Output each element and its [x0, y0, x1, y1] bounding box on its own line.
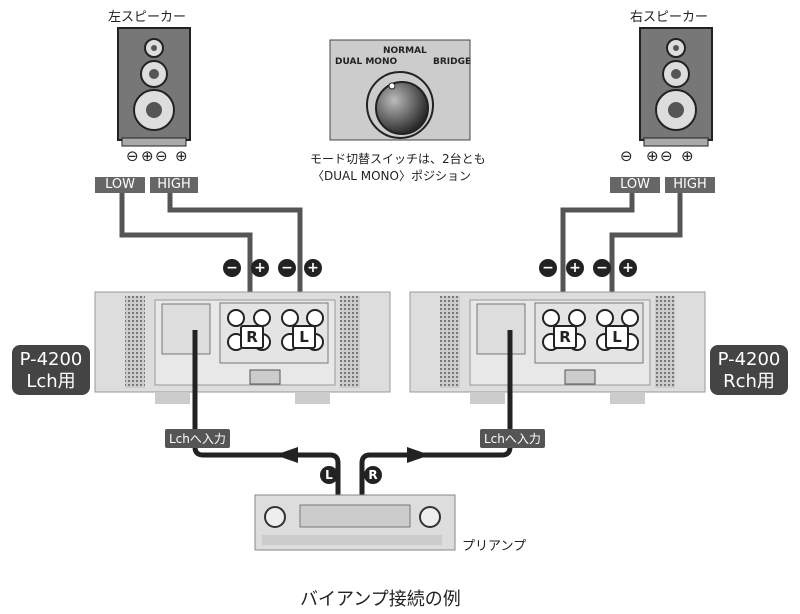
- terminal-minus-icon: ⊖: [660, 147, 673, 165]
- right-amp-r-terminal-badge: R: [553, 325, 577, 349]
- diagram-caption: バイアンプ接続の例: [300, 589, 461, 610]
- terminal-plus-icon: ⊕: [681, 147, 694, 165]
- right-speaker-cables: [560, 193, 683, 300]
- arrow-to-left-amp: [275, 447, 298, 463]
- left-speaker-title: 左スピーカー: [108, 10, 187, 25]
- model-channel: Lch用: [26, 371, 76, 392]
- terminal-minus-icon: ⊖: [620, 147, 633, 165]
- terminal-minus-icon: −: [539, 259, 557, 277]
- mode-switch-panel: [329, 39, 471, 141]
- switch-caption-line2: 〈DUAL MONO〉ポジション: [312, 169, 471, 183]
- terminal-plus-icon: +: [566, 259, 584, 277]
- right-low-label: LOW: [610, 177, 660, 193]
- terminal-plus-icon: ⊕: [646, 147, 659, 165]
- terminal-minus-icon: −: [593, 259, 611, 277]
- switch-normal-label: NORMAL: [383, 46, 427, 56]
- preamp-body: [254, 494, 456, 551]
- terminal-minus-icon: ⊖: [155, 147, 168, 165]
- preamp-label: プリアンプ: [462, 539, 527, 554]
- terminal-minus-icon: −: [278, 259, 296, 277]
- terminal-plus-icon: ⊕: [175, 147, 188, 165]
- left-amp-l-terminal-badge: L: [292, 325, 316, 349]
- terminal-plus-icon: ⊕: [141, 147, 154, 165]
- switch-caption-line1: モード切替スイッチは、2台とも: [310, 152, 486, 166]
- terminal-plus-icon: +: [251, 259, 269, 277]
- right-speaker-title: 右スピーカー: [630, 10, 709, 25]
- amp-right-chassis: [409, 291, 706, 404]
- right-amp-l-terminal-badge: L: [605, 325, 629, 349]
- model-name: P-4200: [717, 349, 781, 370]
- right-high-label: HIGH: [665, 177, 715, 193]
- left-amp-input-tag: Lchへ入力: [165, 429, 230, 448]
- left-speaker-cables: [119, 193, 303, 300]
- left-speaker: [117, 27, 191, 147]
- model-name: P-4200: [19, 349, 83, 370]
- right-amp-model-label: P-4200 Rch用: [710, 345, 788, 395]
- terminal-plus-icon: +: [304, 259, 322, 277]
- arrow-to-right-amp: [407, 447, 430, 463]
- left-amp-r-terminal-badge: R: [240, 325, 264, 349]
- terminal-minus-icon: −: [223, 259, 241, 277]
- right-speaker: [639, 27, 713, 147]
- left-high-label: HIGH: [150, 177, 198, 193]
- preamp-l-output-icon: L: [320, 466, 338, 484]
- terminal-plus-icon: +: [619, 259, 637, 277]
- left-amp-model-label: P-4200 Lch用: [12, 345, 90, 395]
- amp-left-chassis: [94, 291, 391, 404]
- model-channel: Rch用: [723, 371, 775, 392]
- switch-bridge-label: BRIDGE: [433, 57, 472, 67]
- left-low-label: LOW: [95, 177, 145, 193]
- preamp-r-output-icon: R: [364, 466, 382, 484]
- right-amp-input-tag: Lchへ入力: [480, 429, 545, 448]
- signal-cables: [192, 330, 513, 495]
- switch-dual-mono-label: DUAL MONO: [335, 57, 398, 67]
- terminal-minus-icon: ⊖: [126, 147, 139, 165]
